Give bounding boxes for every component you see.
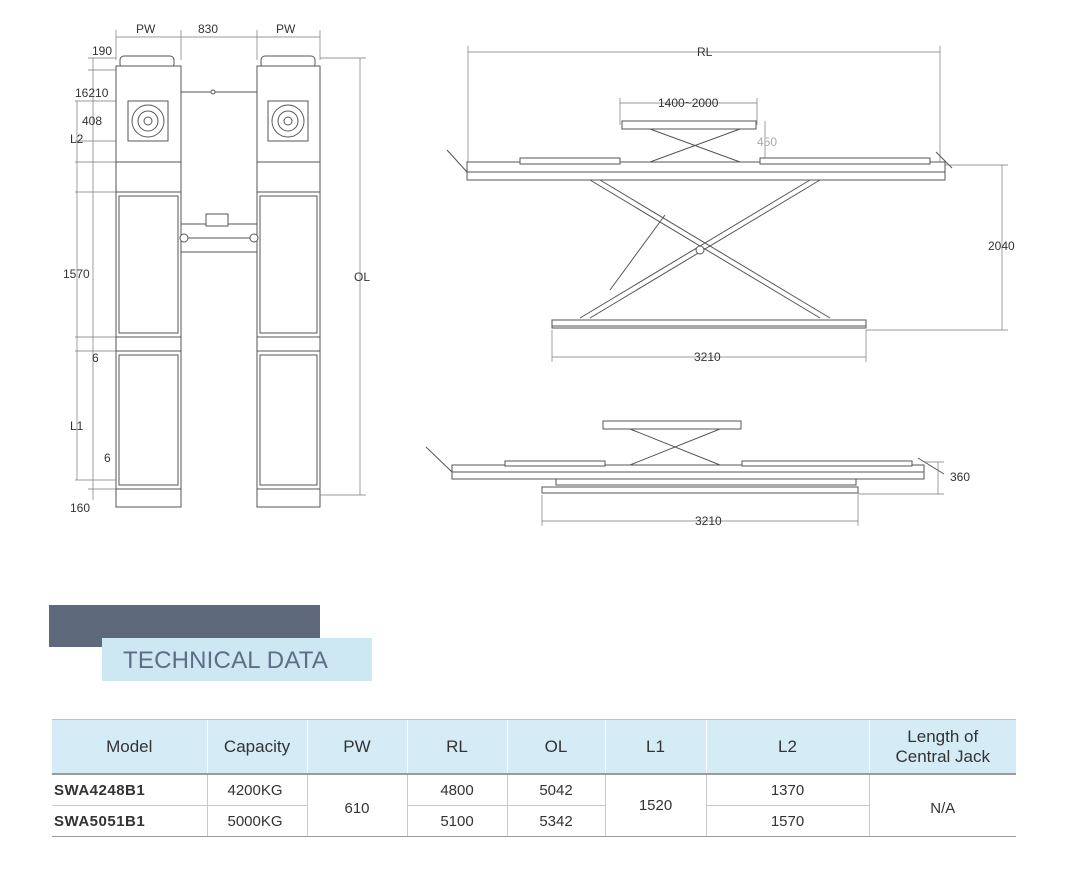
dim-160: 160 (70, 501, 90, 515)
cell-l1: 1520 (604, 773, 706, 837)
dim-l2: L2 (70, 132, 84, 146)
header-model: Model (52, 719, 207, 774)
cell-capacity: 4200KG (206, 773, 307, 806)
dim-6-lower: 6 (104, 451, 111, 465)
section-title: TECHNICAL DATA (123, 647, 329, 674)
side-view-lowered: 360 3210 (425, 420, 970, 528)
header-central-jack: Length of Central Jack (868, 719, 1016, 774)
cell-l2: 1570 (705, 805, 869, 837)
header-jack-line1: Length of (907, 726, 979, 746)
header-jack-line2: Central Jack (895, 746, 990, 766)
cell-ol: 5042 (506, 773, 605, 806)
dim-190: 190 (92, 44, 112, 58)
dim-pw-right: PW (276, 22, 296, 36)
dim-l1: L1 (70, 419, 84, 433)
table-row: SWA5051B1 5000KG 5100 5342 1570 (52, 805, 1016, 837)
dim-gap: 830 (198, 22, 218, 36)
header-l1: L1 (604, 719, 706, 774)
dim-base-raised: 3210 (694, 350, 721, 364)
dim-ol: OL (354, 270, 370, 284)
cell-model: SWA5051B1 (52, 805, 207, 837)
header-pw: PW (306, 719, 407, 774)
dim-pw-left: PW (136, 22, 156, 36)
dim-6-upper: 6 (92, 351, 99, 365)
cell-model: SWA4248B1 (52, 773, 207, 806)
cell-pw: 610 (306, 773, 407, 837)
dim-jack-range: 1400~2000 (658, 96, 719, 110)
top-view: PW 830 PW (63, 22, 370, 515)
dim-rl: RL (697, 45, 713, 59)
technical-drawing: PW 830 PW (63, 22, 1015, 528)
dim-base-lowered: 3210 (695, 514, 722, 528)
header-ol: OL (506, 719, 605, 774)
side-view-raised: RL 1400~2000 450 2040 (446, 45, 1015, 364)
cell-rl: 5100 (406, 805, 507, 837)
dim-408: 408 (82, 114, 102, 128)
section-banner-light (102, 638, 372, 681)
cell-ol: 5342 (506, 805, 605, 837)
technical-data-table: Model Capacity PW RL OL L1 L2 Length of … (52, 719, 1016, 837)
header-rl: RL (406, 719, 507, 774)
dim-1570: 1570 (63, 267, 90, 281)
header-l2: L2 (705, 719, 869, 774)
dim-height-lowered: 360 (950, 470, 970, 484)
dim-height-raised: 2040 (988, 239, 1015, 253)
cell-capacity: 5000KG (206, 805, 307, 837)
cell-l2: 1370 (705, 773, 869, 806)
dim-16210: 16210 (75, 86, 109, 100)
dim-jack-lift: 450 (757, 135, 777, 149)
cell-rl: 4800 (406, 773, 507, 806)
table-header-row: Model Capacity PW RL OL L1 L2 Length of … (52, 719, 1016, 774)
header-capacity: Capacity (206, 719, 307, 774)
cell-central-jack: N/A (868, 773, 1016, 837)
table-row: SWA4248B1 4200KG 610 4800 5042 1520 1370… (52, 773, 1016, 837)
